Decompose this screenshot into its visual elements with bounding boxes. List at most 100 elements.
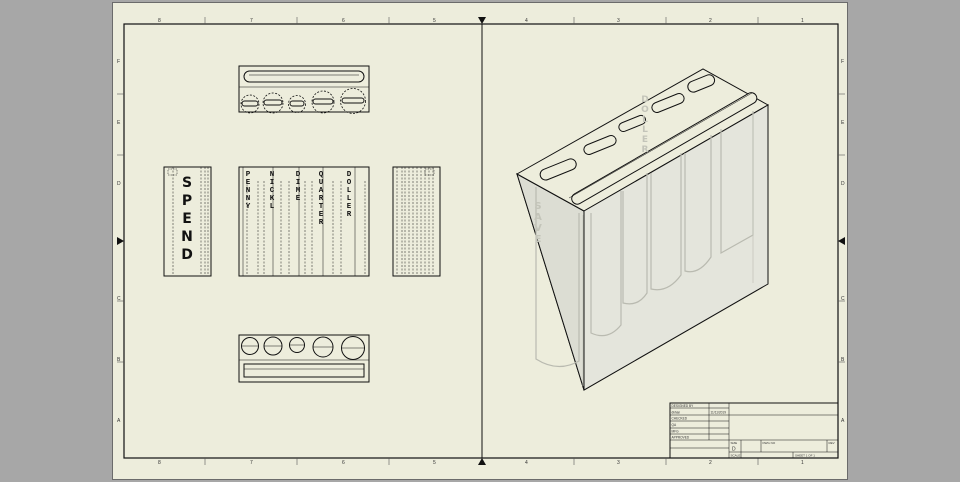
zone-label-bottom: 1 <box>801 460 804 466</box>
zone-label-bottom: 4 <box>525 460 528 466</box>
zone-label-top: 6 <box>342 18 345 24</box>
zone-labels-right: F E D C B A <box>841 59 845 424</box>
zone-label-top: 2 <box>709 18 712 24</box>
top-view-hidden-coin <box>240 94 260 114</box>
rev-label: REV <box>829 441 835 445</box>
top-view-hidden-coin <box>262 92 284 114</box>
center-mark-left-icon <box>117 237 124 245</box>
top-view-coin-slot <box>241 100 259 107</box>
zone-label-bottom: 6 <box>342 460 345 466</box>
isometric-view: SAVE DOLLER <box>515 68 770 391</box>
front-view-label-nickl: NICKL <box>268 171 276 211</box>
bottom-view <box>238 334 370 383</box>
drawing-canvas: 8 7 6 5 4 3 2 1 8 7 6 5 4 3 2 1 F E D C … <box>117 17 845 466</box>
zone-label-left: C <box>117 296 121 302</box>
bottom-view-coin-hole <box>289 337 305 353</box>
zone-label-right: A <box>841 418 845 424</box>
left-side-view: SPEND <box>163 166 212 277</box>
zone-label-right: C <box>841 296 845 302</box>
zone-label-left: E <box>117 120 121 126</box>
zone-label-bottom: 3 <box>617 460 620 466</box>
designed-by-value: dkhan <box>672 411 681 415</box>
iso-tube-penny <box>684 135 712 273</box>
size-value: D <box>732 447 736 453</box>
top-view-coin-slot <box>263 99 283 106</box>
iso-long-slot <box>571 92 758 205</box>
scale-label: SCALE <box>731 454 741 458</box>
qa-label: QA <box>672 423 677 427</box>
iso-tube-dime <box>622 173 648 305</box>
zone-label-right: F <box>841 59 844 65</box>
side-view-label: SPEND <box>179 175 195 265</box>
sheet-number: SHEET 1 OF 1 <box>795 454 815 458</box>
right-side-view <box>392 166 441 277</box>
dwg-no-label: DWG NO <box>763 441 776 445</box>
top-view-coin-slot <box>289 100 305 107</box>
zone-label-left: A <box>117 418 121 424</box>
center-mark-right-icon <box>838 237 845 245</box>
iso-slot-doller <box>687 74 716 93</box>
top-view-hidden-coin <box>340 88 366 114</box>
zone-label-left: F <box>117 59 120 65</box>
right-view-outline <box>392 166 441 277</box>
top-view-hidden-coin <box>288 95 306 113</box>
zone-label-top: 5 <box>433 18 436 24</box>
center-mark-bottom-icon <box>478 458 486 465</box>
mfg-label: MFG <box>672 430 680 434</box>
iso-engraving-doller: DOLLER <box>640 95 650 155</box>
designed-by-label: DESIGNED BY <box>672 404 695 408</box>
zone-label-top: 4 <box>525 18 528 24</box>
zone-label-right: E <box>841 120 845 126</box>
iso-tube-doller <box>535 187 580 368</box>
top-view-coin-slot <box>341 97 365 104</box>
iso-left-face <box>516 172 585 391</box>
iso-slot-dime <box>618 114 646 133</box>
zone-label-right: B <box>841 357 845 363</box>
front-view-label-dime: DIME <box>294 171 302 203</box>
front-view-label-doller: DOLLER <box>345 171 353 219</box>
center-mark-top-icon <box>478 17 486 24</box>
iso-slot-penny <box>539 158 577 181</box>
top-view-slot <box>243 70 365 83</box>
iso-slot-nickl <box>583 135 617 155</box>
bottom-view-outline <box>238 334 370 383</box>
zone-label-bottom: 5 <box>433 460 436 466</box>
zone-label-bottom: 7 <box>250 460 253 466</box>
front-view-outline <box>238 166 370 277</box>
zone-label-right: D <box>841 181 845 187</box>
top-view-coin-slot <box>312 98 334 105</box>
zone-labels-left: F E D C B A <box>117 59 121 424</box>
checked-label: CHECKED <box>672 417 688 421</box>
zone-label-top: 1 <box>801 18 804 24</box>
top-view-hidden-coin <box>311 90 335 114</box>
zone-label-top: 8 <box>158 18 161 24</box>
right-view-slot <box>424 168 435 176</box>
front-view-label-quarter: QUARTER <box>317 171 325 227</box>
iso-right-face <box>583 104 769 391</box>
title-block-frame <box>669 402 839 459</box>
front-view-label-penny: PENNY <box>244 171 252 211</box>
iso-tube-nickl <box>650 153 682 291</box>
approved-label: APPROVED <box>672 436 690 440</box>
iso-engraving-save: SAVE <box>533 201 544 245</box>
zone-label-left: D <box>117 181 121 187</box>
left-view-slot <box>167 168 178 176</box>
zone-labels-top: 8 7 6 5 4 3 2 1 <box>158 18 804 24</box>
drawing-sheet: 8 7 6 5 4 3 2 1 8 7 6 5 4 3 2 1 F E D C … <box>112 2 848 480</box>
bottom-view-coin-hole <box>341 336 365 360</box>
bottom-view-coin-hole <box>241 337 259 355</box>
zone-label-top: 7 <box>250 18 253 24</box>
title-block <box>669 402 839 459</box>
design-date: 11/11/2019 <box>711 411 727 415</box>
zone-label-top: 3 <box>617 18 620 24</box>
iso-slot-quarter <box>651 93 685 113</box>
zone-label-bottom: 2 <box>709 460 712 466</box>
zone-label-left: B <box>117 357 121 363</box>
zone-ticks <box>117 17 845 465</box>
zone-label-bottom: 8 <box>158 460 161 466</box>
title-block-text: DESIGNED BY dkhan 11/11/2019 CHECKED QA … <box>672 404 835 458</box>
iso-tube-quarter <box>590 191 622 337</box>
left-view-outline <box>163 166 212 277</box>
size-label: SIZE <box>731 441 738 445</box>
top-view-outline <box>238 65 370 113</box>
